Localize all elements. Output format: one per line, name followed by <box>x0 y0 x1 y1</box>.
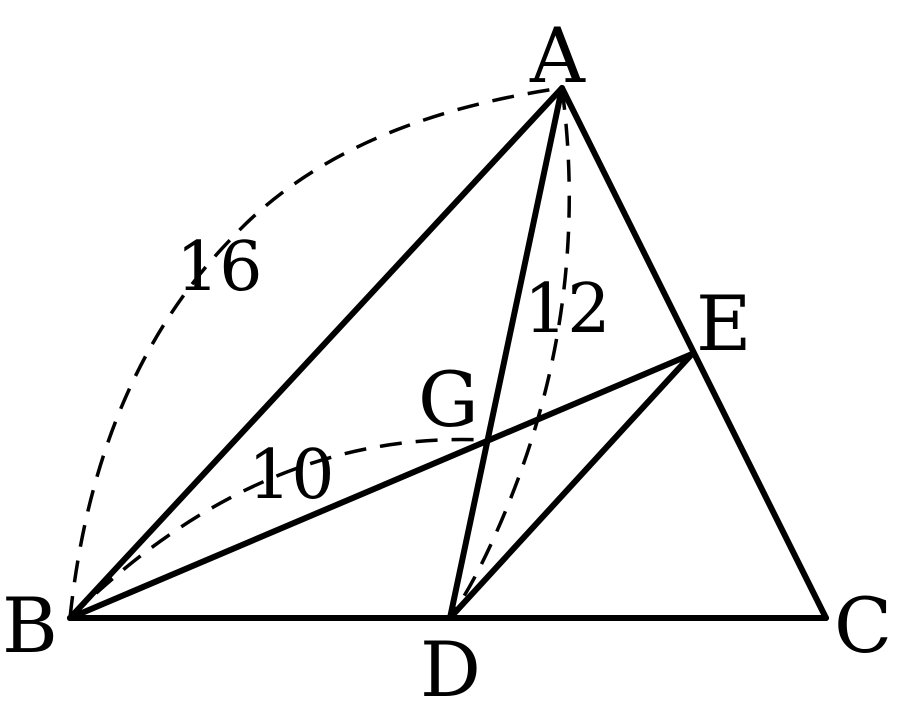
measure-label-16: 16 <box>176 228 263 307</box>
point-label-c: C <box>834 581 892 670</box>
measure-label-10: 10 <box>248 436 335 515</box>
point-label-b: B <box>2 581 58 670</box>
measure-label-12: 12 <box>524 270 611 349</box>
segment-be <box>67 351 695 621</box>
point-label-d: D <box>420 625 481 714</box>
arc-b-to-g <box>68 437 485 620</box>
arc-b-to-a <box>68 86 563 619</box>
segment-ab <box>67 85 565 621</box>
segment-de <box>447 351 695 621</box>
segment-ad <box>447 85 565 621</box>
point-label-g: G <box>418 355 479 444</box>
point-label-a: A <box>529 11 586 100</box>
point-label-e: E <box>696 279 751 368</box>
